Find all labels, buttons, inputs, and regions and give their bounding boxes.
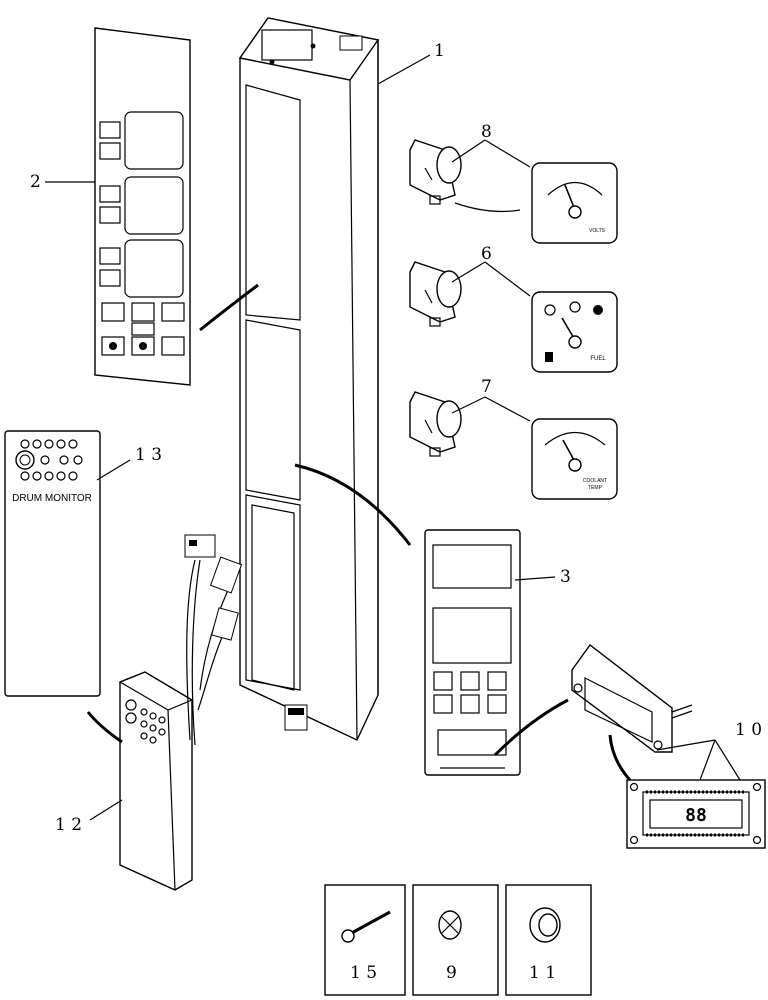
callout-1: 1	[434, 41, 445, 61]
indicator-panel-upper	[94, 27, 191, 386]
coolant-label-1: COOLANT	[583, 478, 607, 484]
hardware-box-plug	[412, 884, 499, 996]
wiring-harness	[184, 534, 243, 746]
callout-11: 1 1	[529, 963, 556, 983]
callout-15: 1 5	[350, 963, 377, 983]
callout-9: 9	[446, 963, 457, 983]
fuel-label: FUEL	[590, 356, 606, 362]
voltmeter-housing	[409, 139, 462, 205]
voltmeter-label: VOLTS	[589, 228, 606, 234]
fuel-gauge: FUEL	[531, 291, 618, 373]
coolant-label-2: TEMP	[588, 485, 603, 491]
callout-12: 1 2	[55, 815, 82, 835]
digital-display-module	[571, 644, 693, 753]
coolant-temp-gauge: COOLANT TEMP	[531, 418, 618, 500]
digital-readout: 88	[685, 805, 707, 826]
callout-6: 6	[481, 244, 492, 264]
voltmeter-gauge: VOLTS	[531, 162, 618, 244]
drum-monitor-module	[118, 671, 194, 891]
drum-monitor-decal: DRUM MONITOR	[4, 430, 101, 697]
fuel-sender-housing	[409, 261, 462, 327]
callout-3: 3	[560, 567, 571, 587]
drum-monitor-label: DRUM MONITOR	[12, 493, 92, 504]
coolant-sender-housing	[409, 391, 462, 457]
digital-display-faceplate: 88	[626, 779, 766, 849]
control-panel-lower	[424, 529, 521, 776]
callout-10: 1 0	[735, 720, 762, 740]
callout-8: 8	[481, 122, 492, 142]
column-housing	[238, 17, 380, 741]
callout-7: 7	[481, 377, 492, 397]
leader-lines	[45, 54, 741, 821]
hardware-box-screw	[324, 884, 406, 996]
callout-2: 2	[30, 172, 41, 192]
callout-13: 1 3	[135, 445, 162, 465]
hardware-box-grommet	[505, 884, 592, 996]
